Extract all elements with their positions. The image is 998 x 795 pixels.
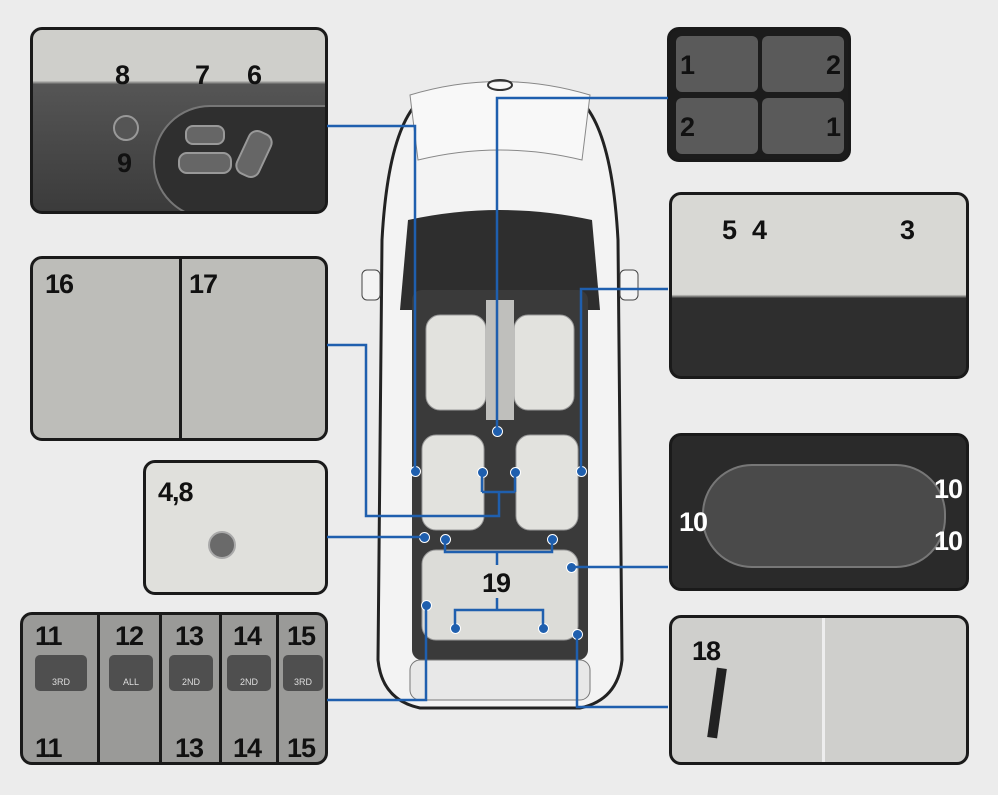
button-text: 2ND xyxy=(181,677,200,687)
label-2: 2 xyxy=(826,50,841,80)
button-text: 2ND xyxy=(239,677,258,687)
heat-left-button[interactable] xyxy=(676,98,758,154)
seat-climate-switch-panel: 10 10 10 xyxy=(669,433,969,591)
button-2nd-b[interactable]: 2ND xyxy=(227,655,271,691)
pointer-dot xyxy=(421,600,432,611)
button-text: ALL xyxy=(122,677,139,687)
height-switch[interactable] xyxy=(178,152,232,174)
pointer-dot xyxy=(410,466,421,477)
label-4: 4 xyxy=(752,215,767,245)
pointer-dot xyxy=(419,532,430,543)
label-14: 14 xyxy=(233,621,262,651)
label-8: 8 xyxy=(115,60,130,90)
pointer-dot xyxy=(510,467,521,478)
label-11: 11 xyxy=(35,621,63,651)
button-3rd-left[interactable]: 3RD xyxy=(35,655,87,691)
button-2nd-a[interactable]: 2ND xyxy=(169,655,213,691)
label-19: 19 xyxy=(482,568,511,598)
pointer-dot xyxy=(440,534,451,545)
label-13: 13 xyxy=(175,621,204,651)
headrest-panel: 4,8 xyxy=(143,460,328,595)
label-17: 17 xyxy=(189,269,218,299)
pointer-dot xyxy=(547,534,558,545)
pointer-dot xyxy=(477,467,488,478)
seat-side-controls-panel: 8 7 6 9 xyxy=(30,27,328,214)
vent-right-button[interactable] xyxy=(762,98,844,154)
heated-ventilated-panel: 1 2 2 1 xyxy=(667,27,851,162)
label-16: 16 xyxy=(45,269,74,299)
label-18: 18 xyxy=(692,636,721,666)
label-6: 6 xyxy=(247,60,262,90)
third-row-switch-panel: 11 12 13 14 15 11 13 14 15 3RD ALL 2ND 2… xyxy=(20,612,328,765)
label-9: 9 xyxy=(117,148,132,178)
release-strap[interactable] xyxy=(707,667,727,739)
label-11: 11 xyxy=(35,733,63,763)
label-2: 2 xyxy=(680,112,695,142)
label-1: 1 xyxy=(826,112,841,142)
label-10: 10 xyxy=(679,507,708,537)
vent-left-button[interactable] xyxy=(676,36,758,92)
pointer-dot xyxy=(566,562,577,573)
label-7: 7 xyxy=(195,60,210,90)
label-4-8: 4,8 xyxy=(158,477,194,507)
button-3rd-right[interactable]: 3RD xyxy=(283,655,323,691)
armrest-panel: 16 17 xyxy=(30,256,328,441)
label-5: 5 xyxy=(722,215,737,245)
slide-switch[interactable] xyxy=(185,125,225,145)
pointer-dot xyxy=(450,623,461,634)
label-3: 3 xyxy=(900,215,915,245)
climate-switch-body[interactable] xyxy=(702,464,946,568)
pointer-dot xyxy=(576,466,587,477)
seat-cushion-panel: 5 4 3 xyxy=(669,192,969,379)
memory-button[interactable] xyxy=(113,115,139,141)
pointer-dot xyxy=(572,629,583,640)
strap-panel: 18 xyxy=(669,615,969,765)
pointer-dot xyxy=(538,623,549,634)
label-15: 15 xyxy=(287,733,316,763)
button-text: 3RD xyxy=(293,677,312,687)
headrest-button[interactable] xyxy=(208,531,236,559)
button-text: 3RD xyxy=(51,677,70,687)
pointer-dot xyxy=(492,426,503,437)
label-12: 12 xyxy=(115,621,144,651)
vehicle-top-view xyxy=(350,60,650,720)
label-10: 10 xyxy=(934,526,963,556)
label-13: 13 xyxy=(175,733,204,763)
button-all[interactable]: ALL xyxy=(109,655,153,691)
label-14: 14 xyxy=(233,733,262,763)
label-15: 15 xyxy=(287,621,316,651)
label-1: 1 xyxy=(680,50,695,80)
heat-right-button[interactable] xyxy=(762,36,844,92)
label-10: 10 xyxy=(934,474,963,504)
